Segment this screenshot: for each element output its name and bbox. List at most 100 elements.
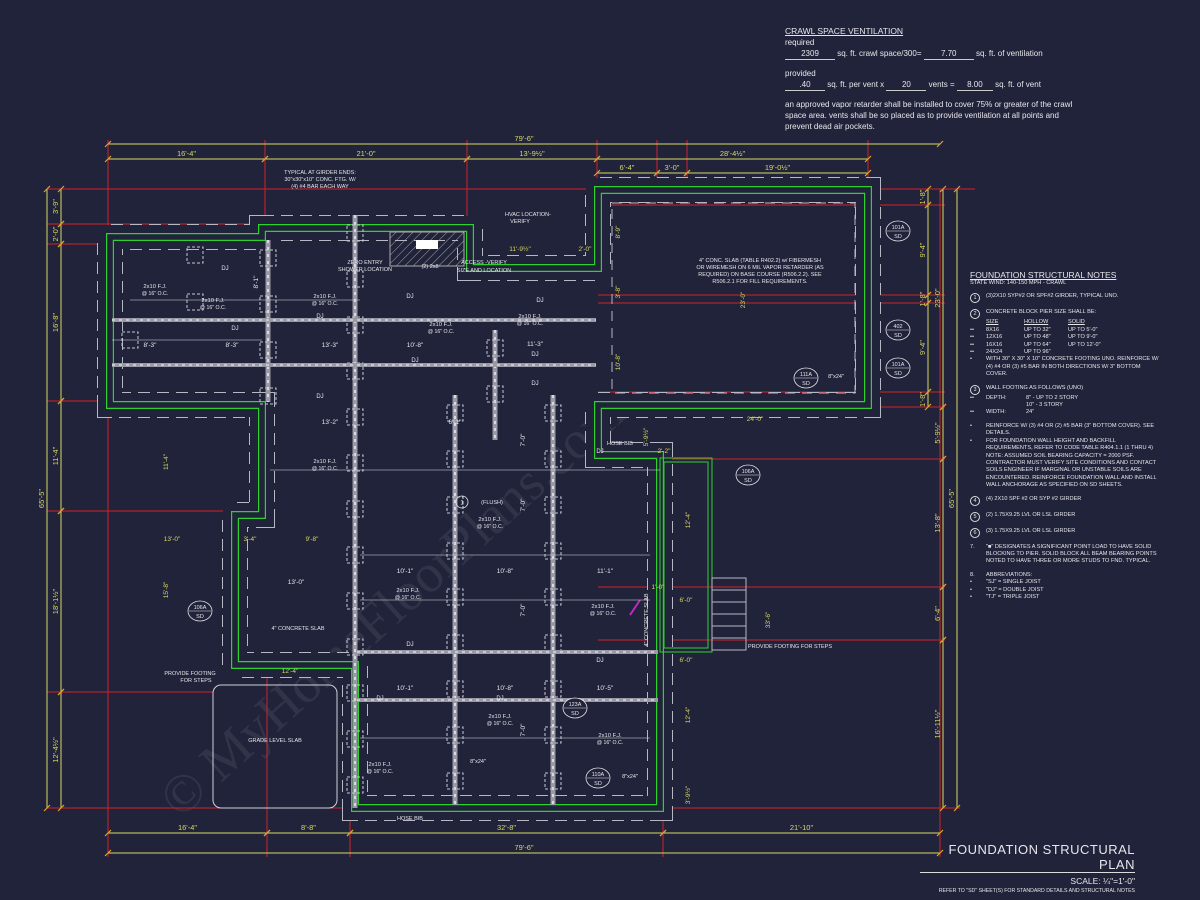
joist-label: 2x10 F.J.: [488, 714, 512, 720]
dimension-label: 9'-4": [918, 242, 927, 257]
section-number: 110A: [592, 772, 605, 778]
pier: [486, 385, 504, 403]
note-text: (3) 1.75x9.25 LVL OR LSL GIRDER: [986, 527, 1076, 534]
joist-spacing: @ 16" O.C.: [597, 740, 623, 746]
joist-label: 2x10 F.J.: [143, 284, 167, 290]
note-number: 8.: [970, 571, 975, 578]
dimension-tick: [43, 804, 51, 812]
section-sheet: SD: [894, 234, 902, 240]
dimension-label: 65'-5": [37, 489, 46, 508]
dimension-label: 79'-6": [514, 134, 533, 143]
table-cell: UP TO 5'-0": [1068, 326, 1098, 333]
interior-dimension: 10'-1": [397, 685, 414, 692]
interior-dimension: 8'-3": [226, 342, 240, 349]
section-callouts: 101ASD402SD101ASD111ASD106ASD106ASD123AS…: [187, 220, 911, 789]
joist-label: 2x10 F.J.: [368, 762, 392, 768]
plan-note: HOSE BIB: [607, 441, 633, 447]
dimension-label: 1'-8": [918, 291, 927, 306]
interior-dimension: 6'-0": [680, 657, 694, 664]
dimension-label: 1'-8": [918, 392, 927, 407]
plan-note: 4" CONC. SLAB (TABLE R402.2) w/ FIBERMES…: [699, 258, 821, 264]
joist-label: 2x10 F.J.: [201, 298, 225, 304]
dimension-label: 23'-0": [933, 288, 942, 307]
depth-value: 8" - UP TO 2 STORY: [1026, 394, 1079, 401]
dimension-tick: [939, 583, 947, 591]
grade-level-slab: [212, 684, 338, 809]
dimension-tick: [463, 155, 471, 163]
pier: [346, 776, 364, 794]
double-joist-label: DJ: [221, 266, 228, 272]
double-joist-label: DJ: [496, 696, 503, 702]
provided-unit: sq. ft. of vent: [995, 80, 1041, 89]
dimension-label: 6'-4": [933, 606, 942, 621]
note-7: 7."■" DESIGNATES A SIGNIFICANT POINT LOA…: [970, 544, 1160, 566]
interior-dimension: 6'-1": [449, 419, 463, 426]
drawing-scale: SCALE: ¼"=1'-0": [1070, 876, 1135, 886]
pier: [346, 500, 364, 518]
plan-note: ZERO ENTRY: [347, 260, 383, 266]
interior-dimension: 10'-8": [407, 342, 424, 349]
interior-dimension: 13'-2": [322, 419, 339, 426]
dimension-tick: [104, 140, 112, 148]
note-number: 1: [970, 293, 980, 304]
pier: [346, 546, 364, 564]
note-text: (4) 2x10 SPF #2 OR SYP #2 GIRDER: [986, 495, 1082, 502]
interior-dimension: 11'-1": [597, 568, 614, 575]
plan-note: PROVIDE FOOTING: [164, 671, 215, 677]
dimension-tick: [653, 169, 661, 177]
pier: [486, 339, 504, 357]
table-cell: 24x24: [986, 349, 1003, 356]
dimension-tick: [57, 688, 65, 696]
dimension-tick: [263, 829, 271, 837]
pier: [186, 293, 204, 311]
note-number: 5: [970, 511, 980, 522]
refer-note: REFER TO "SD" SHEET(S) FOR STANDARD DETA…: [938, 888, 1135, 894]
joist-label: 2x10 F.J.: [598, 733, 622, 739]
interior-dimension: 13'-3": [322, 342, 339, 349]
table-header: HOLLOW: [1024, 319, 1049, 326]
dimension-label: 2'-0": [51, 226, 60, 241]
width-value: 24": [1026, 409, 1035, 416]
vapor-retarder-note: an approved vapor retarder shall be inst…: [785, 100, 1073, 131]
pier-tag: 1: [460, 501, 464, 507]
interior-dimension: 3'-9½": [684, 785, 692, 804]
plan-note: OR WIREMESH ON 6 MIL VAPOR RETARDER (AS: [696, 265, 824, 271]
dimension-label: 65'-5": [947, 489, 956, 508]
pier: [346, 684, 364, 702]
pier: [446, 450, 464, 468]
interior-dimension: 23'-0": [740, 291, 747, 308]
dimension-tick: [57, 220, 65, 228]
double-joist-label: DJ: [376, 696, 383, 702]
section-sheet: SD: [744, 478, 752, 484]
joist-spacing: @ 16" O.C.: [312, 301, 338, 307]
sqft-text: sq. ft. crawl space/300=: [837, 49, 922, 58]
dimension-label: 3'-0": [665, 163, 680, 172]
dimension-label: 28'-4½": [720, 149, 746, 158]
title-block: FOUNDATION STRUCTURAL PLAN SCALE: ¼"=1'-…: [920, 842, 1135, 894]
dimension-tick: [924, 388, 932, 396]
plan-note: 8"x24": [470, 759, 486, 765]
dimension-tick: [57, 397, 65, 405]
abbreviation: "TJ" = TRIPLE JOIST: [986, 593, 1040, 600]
dimension-strings: 79'-6"16'-4"21'-0"13'-9½"28'-4½"6'-4"3'-…: [37, 134, 961, 857]
table-cell: UP TO 32": [1024, 326, 1051, 333]
vent-count: 20: [886, 79, 927, 91]
notes-state: STATE Wind: 140-150 mph - CRAWL: [970, 280, 1067, 286]
section-number: 111A: [800, 372, 812, 378]
double-joist-label: DJ: [406, 294, 413, 300]
dimension-label: 18'-1½": [51, 588, 60, 614]
interior-dimension: 13'-0": [164, 536, 181, 543]
section-number: 106A: [194, 605, 207, 611]
interior-dimension: 1'-0": [652, 584, 666, 591]
dimension-tick: [57, 507, 65, 515]
double-joist-label: DJ: [596, 449, 603, 455]
section-sheet: SD: [594, 781, 602, 787]
required-unit: sq. ft. of ventilation: [975, 49, 1043, 58]
pier: [259, 341, 277, 359]
pier: [446, 726, 464, 744]
plan-note: (FLUSH): [481, 500, 503, 506]
plan-note: 8"x24": [828, 374, 844, 380]
